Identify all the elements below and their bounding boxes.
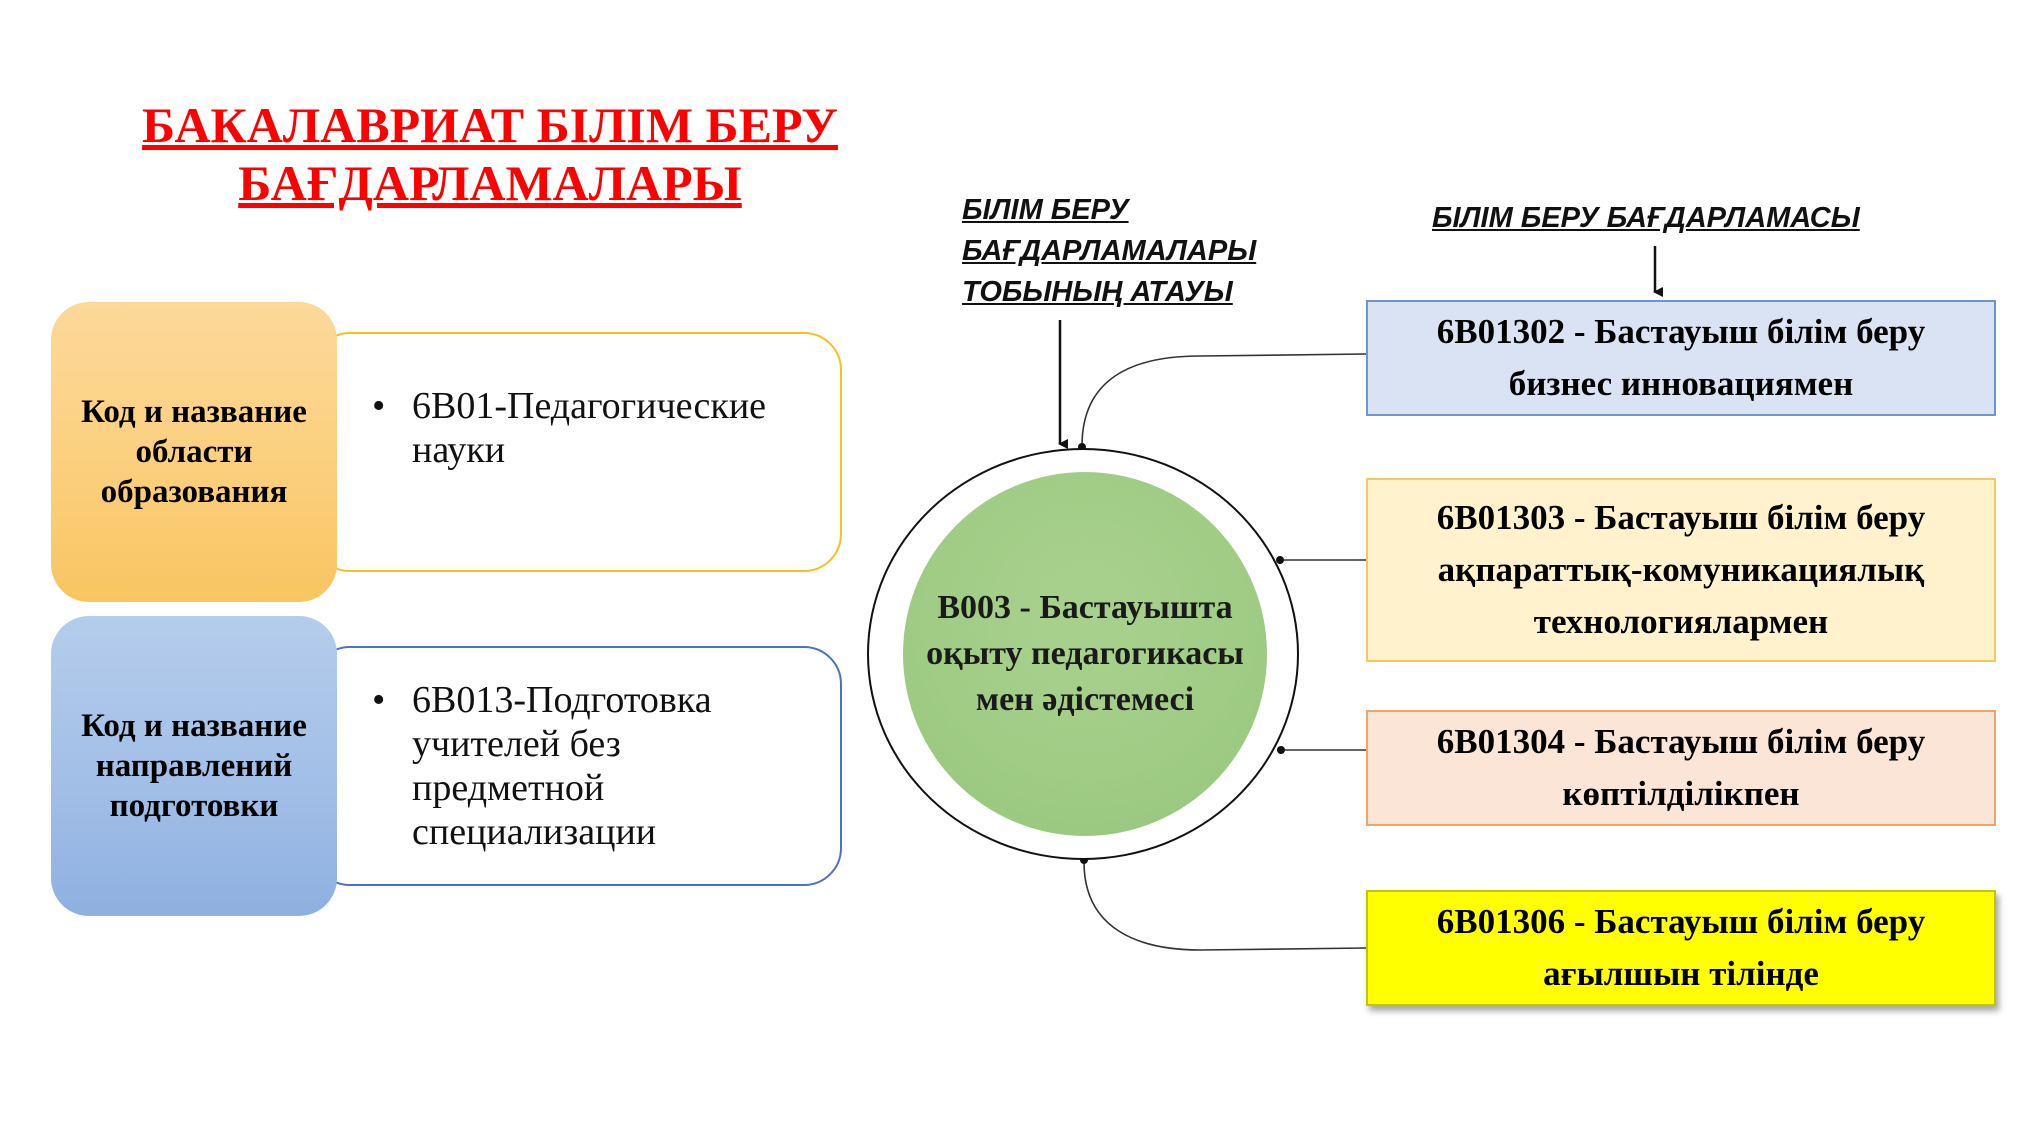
- ring-dot: [1276, 556, 1284, 564]
- direction-value-card: [312, 646, 842, 886]
- field-label: Код и название области образования: [81, 394, 307, 510]
- center-text: В003 - Бастауышта оқыту педагогикасы мен…: [926, 589, 1244, 718]
- group-heading-line-3: ТОБЫНЫҢ АТАУЫ: [962, 276, 1233, 308]
- program-title: 6В01306 - Бастауыш білім беру: [1436, 902, 1926, 941]
- page-title-line-2: БАҒДАРЛАМАЛАРЫ: [238, 155, 742, 211]
- program-box-6b01302: 6В01302 - Бастауыш білім беру бизнес инн…: [1366, 300, 1996, 416]
- group-heading-line-1: БІЛІМ БЕРУ: [962, 194, 1129, 226]
- page-title: БАКАЛАВРИАТ БІЛІМ БЕРУ БАҒДАРЛАМАЛАРЫ: [90, 96, 890, 212]
- field-value-text: 6В01-Педагогические науки: [412, 385, 767, 471]
- ring-dot: [1277, 746, 1285, 754]
- center-circle: В003 - Бастауышта оқыту педагогикасы мен…: [903, 472, 1267, 836]
- program-subtitle: көптілділікпен: [1562, 774, 1800, 813]
- bullet: •: [372, 679, 386, 721]
- program-title: 6В01302 - Бастауыш білім беру: [1436, 312, 1926, 351]
- group-name-heading: БІЛІМ БЕРУ БАҒДАРЛАМАЛАРЫ ТОБЫНЫҢ АТАУЫ: [962, 190, 1342, 313]
- program-box-6b01306: 6В01306 - Бастауыш білім беру ағылшын ті…: [1366, 890, 1996, 1006]
- program-subtitle: технологиялармен: [1533, 602, 1829, 641]
- direction-value: • 6В013-Подготовка учителей без предметн…: [372, 678, 812, 854]
- program-box-6b01303: 6В01303 - Бастауыш білім беру ақпараттық…: [1366, 478, 1996, 662]
- field-value: • 6В01-Педагогические науки: [372, 384, 812, 472]
- page-title-line-1: БАКАЛАВРИАТ БІЛІМ БЕРУ: [142, 97, 838, 153]
- program-subtitle: ағылшын тілінде: [1543, 954, 1819, 993]
- program-title: 6В01303 - Бастауыш білім беру: [1436, 498, 1926, 537]
- group-heading-line-2: БАҒДАРЛАМАЛАРЫ: [962, 235, 1257, 267]
- direction-value-text: 6В013-Подготовка учителей без предметной…: [412, 679, 712, 853]
- program-subtitle: бизнес инновациямен: [1508, 364, 1854, 403]
- program-box-6b01304: 6В01304 - Бастауыш білім беру көптілділі…: [1366, 710, 1996, 826]
- program-heading: БІЛІМ БЕРУ БАҒДАРЛАМАСЫ: [1432, 198, 1932, 239]
- program-subtitle: ақпараттық-комуникациялық: [1437, 550, 1925, 589]
- connector-1: [1081, 353, 1367, 447]
- direction-label-box: Код и название направлений подготовки: [51, 616, 337, 916]
- connector-4: [1083, 861, 1367, 951]
- direction-label: Код и название направлений подготовки: [81, 708, 307, 824]
- program-heading-text: БІЛІМ БЕРУ БАҒДАРЛАМАСЫ: [1432, 202, 1860, 234]
- bullet: •: [372, 385, 386, 427]
- program-title: 6В01304 - Бастауыш білім беру: [1436, 722, 1926, 761]
- field-label-box: Код и название области образования: [51, 302, 337, 602]
